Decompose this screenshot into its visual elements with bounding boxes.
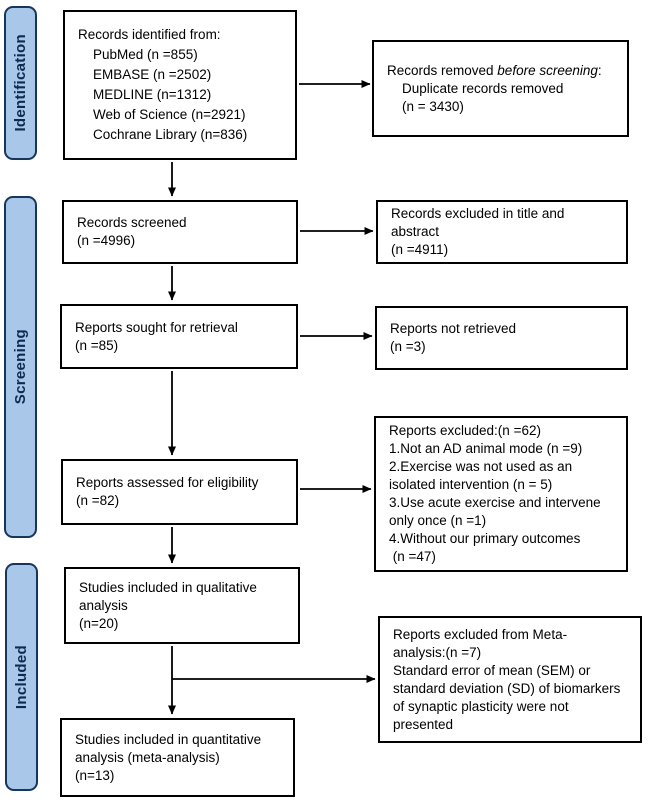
box-quantitative-included: Studies included in quantitative analysis…	[60, 718, 295, 797]
text-line: Reports sought for retrieval	[75, 319, 238, 335]
italic-before-screening: before screening	[497, 62, 598, 78]
text-line: abstract	[391, 224, 440, 239]
text-line: analysis (meta-analysis)	[75, 749, 220, 765]
box-reports-assessed-lines: Reports assessed for eligibility (n =82)	[76, 474, 288, 510]
box-records-removed: Records removed before screening: Duplic…	[372, 40, 629, 137]
text-line: 4.Without our primary outcomes	[389, 531, 581, 546]
text-line: Reports not retrieved	[390, 321, 517, 336]
text-line: (n =82)	[76, 493, 120, 508]
box-meta-excluded-lines: Reports excluded from Meta-analysis:(n =…	[393, 626, 632, 734]
box-records-screened-lines: Records screened (n =4996)	[77, 214, 288, 250]
stage-included: Included	[5, 563, 38, 791]
box-reports-excluded: Reports excluded:(n =62) 1.Not an AD anim…	[374, 416, 628, 572]
text-line: Reports excluded:(n =62)	[389, 423, 541, 438]
box-reports-sought-lines: Reports sought for retrieval (n =85)	[75, 319, 288, 355]
box-records-excluded-title-abstract: Records excluded in title and abstract (n …	[376, 200, 628, 264]
box-reports-sought: Reports sought for retrieval (n =85)	[60, 304, 298, 369]
text-line: (n =47)	[389, 549, 436, 564]
box-records-identified-lines: Records identified from: PubMed (n =855)…	[78, 25, 287, 145]
text-line: (n =4996)	[77, 233, 136, 248]
text-line: 1.Not an AD animal mode (n =9)	[389, 441, 583, 456]
text-line: 3.Use acute exercise and intervene	[389, 495, 601, 510]
stage-identification-label: Identification	[12, 34, 29, 132]
text-line: PubMed (n =855)	[78, 47, 198, 62]
text-line: EMBASE (n =2502)	[78, 67, 212, 82]
text-line: standard deviation (SD) of biomarkers	[393, 680, 621, 696]
stage-identification: Identification	[4, 6, 37, 160]
text-line: Standard error of mean (SEM) or	[393, 662, 591, 678]
text-line: only once (n =1)	[389, 513, 487, 528]
text-line: (n = 3430)	[387, 98, 464, 114]
box-qualitative-lines: Studies included in qualitative analysis (…	[79, 579, 290, 633]
box-reports-assessed: Reports assessed for eligibility (n =82)	[61, 459, 298, 525]
box-records-removed-heading: Records removed before screening:	[387, 62, 602, 78]
stage-screening-label: Screening	[12, 329, 29, 405]
box-reports-not-retrieved-lines: Reports not retrieved (n =3)	[390, 320, 618, 356]
text-line: analysis	[79, 597, 128, 613]
text-line: Studies included in qualitative	[79, 579, 257, 595]
text-line: Duplicate records removed	[387, 80, 564, 96]
text-line: 2.Exercise was not used as an	[389, 459, 573, 474]
box-records-identified: Records identified from: PubMed (n =855)…	[63, 10, 297, 160]
text-line: Records identified from:	[78, 27, 221, 42]
text-line: MEDLINE (n=1312)	[78, 87, 212, 102]
text-line: (n=13)	[75, 767, 115, 783]
text-line: (n =3)	[390, 339, 426, 354]
text-line: (n=20)	[79, 615, 119, 631]
text-line: Cochrane Library (n=836)	[78, 127, 248, 142]
text-line: Records screened	[77, 215, 187, 230]
text-line: Reports assessed for eligibility	[76, 475, 259, 490]
text-line: of synaptic plasticity were not	[393, 698, 569, 714]
text-line: (n =4911)	[391, 242, 449, 257]
text-line: Reports excluded from Meta-	[393, 626, 568, 642]
text-line: (n =85)	[75, 337, 119, 353]
text-line: Web of Science (n=2921)	[78, 107, 246, 122]
text-line: presented	[393, 716, 454, 732]
box-records-excluded-lines: Records excluded in title and abstract (n …	[391, 205, 618, 259]
box-meta-excluded: Reports excluded from Meta-analysis:(n =…	[378, 616, 642, 743]
box-records-removed-lines: Duplicate records removed (n = 3430)	[387, 80, 619, 116]
text-line: Studies included in quantitative	[75, 731, 262, 747]
box-quantitative-lines: Studies included in quantitative analysis…	[75, 731, 285, 785]
text-line: isolated intervention (n = 5)	[389, 477, 553, 492]
box-reports-excluded-lines: Reports excluded:(n =62) 1.Not an AD anim…	[389, 422, 618, 566]
box-records-screened: Records screened (n =4996)	[62, 200, 298, 264]
box-qualitative-included: Studies included in qualitative analysis (…	[64, 567, 300, 644]
text-line: analysis:(n =7)	[393, 644, 482, 660]
box-reports-not-retrieved: Reports not retrieved (n =3)	[375, 306, 628, 370]
text-line: Records excluded in title and	[391, 206, 565, 221]
stage-included-label: Included	[13, 644, 30, 710]
stage-screening: Screening	[4, 196, 37, 538]
